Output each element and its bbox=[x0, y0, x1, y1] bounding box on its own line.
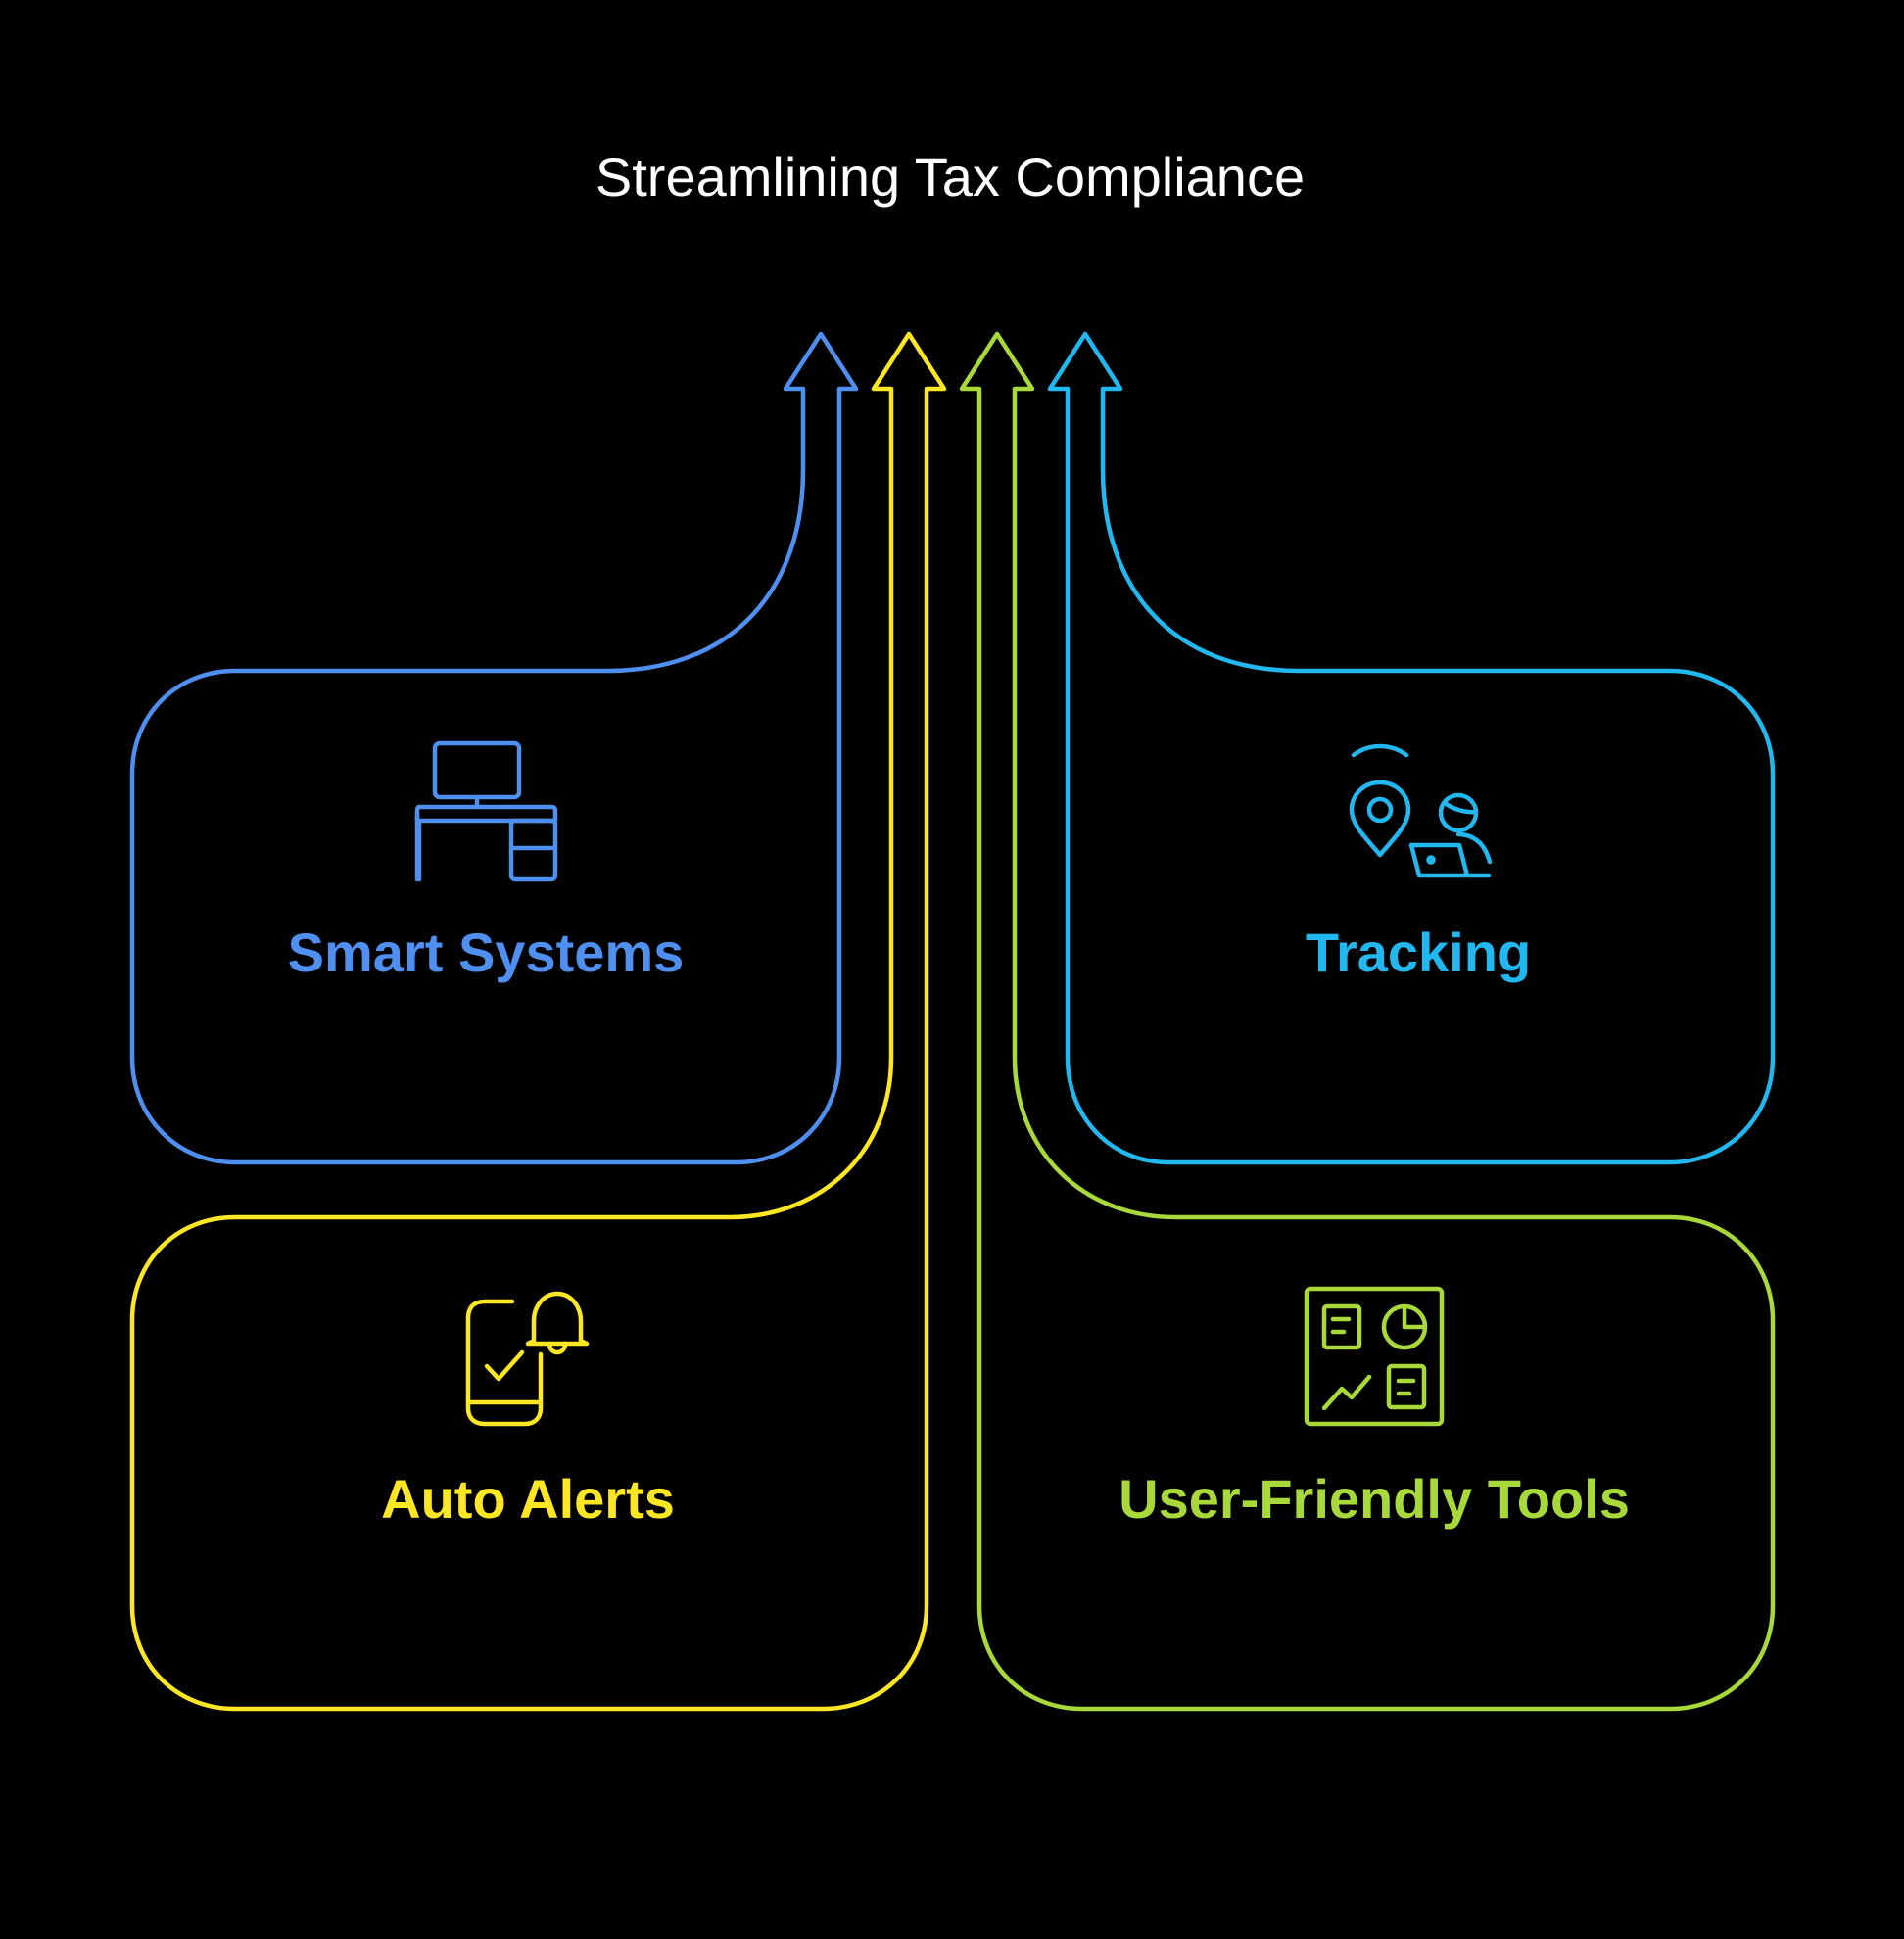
dashboard-icon bbox=[1304, 1286, 1445, 1427]
desk-computer-icon bbox=[414, 740, 558, 882]
smart-systems-arrow-outline bbox=[129, 331, 859, 1165]
auto-alerts-label: Auto Alerts bbox=[381, 1468, 675, 1530]
auto-alerts-arrow-outline bbox=[129, 331, 947, 1712]
diagram-title: Streamlining Tax Compliance bbox=[595, 146, 1305, 208]
tracking-label: Tracking bbox=[1306, 922, 1531, 983]
tracking-arrow-outline bbox=[1047, 331, 1776, 1165]
user-friendly-tools-arrow-outline bbox=[959, 331, 1776, 1712]
location-user-icon bbox=[1349, 743, 1493, 878]
smart-systems-label: Smart Systems bbox=[288, 922, 685, 983]
phone-bell-icon bbox=[465, 1291, 590, 1427]
user-friendly-tools-label: User-Friendly Tools bbox=[1119, 1468, 1630, 1530]
